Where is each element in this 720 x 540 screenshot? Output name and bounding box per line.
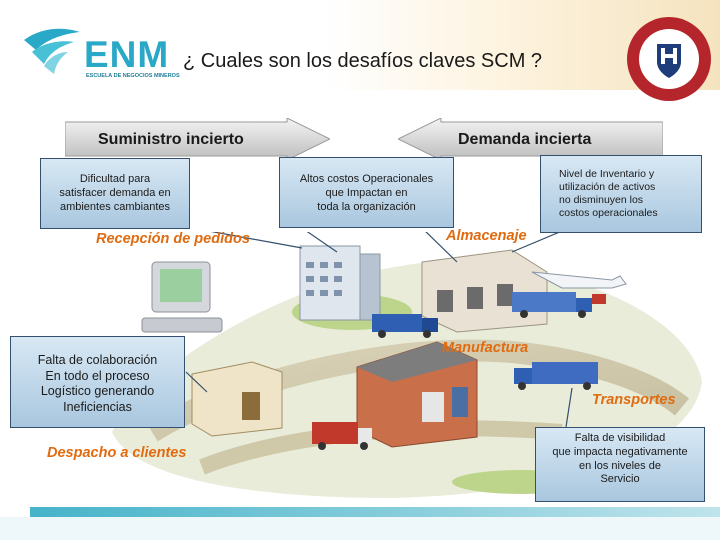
callout-line: costos operacionales xyxy=(559,207,658,220)
callout-line: Servicio xyxy=(600,473,640,486)
callout-line: Nivel de Inventario y xyxy=(559,168,655,180)
seal-chile-text: CHILE xyxy=(657,77,681,86)
footer-strip xyxy=(30,507,720,517)
enm-swoosh-icon xyxy=(24,28,80,74)
footer-band xyxy=(0,517,720,540)
supply-uncertain-label: Suministro incierto xyxy=(98,131,244,148)
callout-line: Logístico generando xyxy=(40,384,155,399)
label-despacho: Despacho a clientes xyxy=(47,445,187,461)
callout-line: Dificultad para xyxy=(79,173,151,185)
callout-demand-difficulty: Dificultad para satisfacer demanda en am… xyxy=(40,158,190,229)
callout-line: que impacta negativamente xyxy=(552,445,688,458)
callout-line: En todo el proceso xyxy=(45,368,150,383)
label-almacenaje: Almacenaje xyxy=(446,228,527,244)
label-recepcion: Recepción de pedidos xyxy=(96,231,250,247)
slide-title: ¿ Cuales son los desafíos claves SCM ? xyxy=(183,50,543,72)
header-band xyxy=(0,0,720,90)
label-manufactura: Manufactura xyxy=(442,340,529,356)
callout-line: ambientes cambiantes xyxy=(59,200,171,213)
supply-uncertain-arrow: Suministro incierto xyxy=(65,118,330,160)
callout-inventory-level: Nivel de Inventario y utilización de act… xyxy=(540,155,702,233)
enm-logo-subtitle: ESCUELA DE NEGOCIOS MINEROS xyxy=(86,73,180,79)
callout-line: Falta de visibilidad xyxy=(574,432,666,444)
callout-line: que Impactan en xyxy=(325,186,408,199)
callout-line: Falta de colaboración xyxy=(37,353,158,367)
callout-line: en los niveles de xyxy=(579,459,661,472)
callout-line: no disminuyen los xyxy=(559,194,644,207)
callout-visibility: Falta de visibilidad que impacta negativ… xyxy=(535,427,705,502)
demand-uncertain-arrow: Demanda incierta xyxy=(398,118,663,160)
university-seal: CHILE xyxy=(624,14,714,104)
callout-line: utilización de activos xyxy=(559,181,656,194)
demand-uncertain-label: Demanda incierta xyxy=(458,131,592,148)
callout-line: Altos costos Operacionales xyxy=(299,173,434,185)
callout-collaboration: Falta de colaboración En todo el proceso… xyxy=(10,336,185,428)
label-transportes: Transportes xyxy=(592,392,676,408)
callout-line: Ineficiencias xyxy=(63,399,132,414)
enm-logo: ENM ESCUELA DE NEGOCIOS MINEROS xyxy=(22,20,212,80)
callout-line: toda la organización xyxy=(317,200,416,213)
callout-operational-costs: Altos costos Operacionales que Impactan … xyxy=(279,157,454,228)
callout-line: satisfacer demanda en xyxy=(59,186,171,199)
enm-logo-text: ENM xyxy=(84,34,170,75)
